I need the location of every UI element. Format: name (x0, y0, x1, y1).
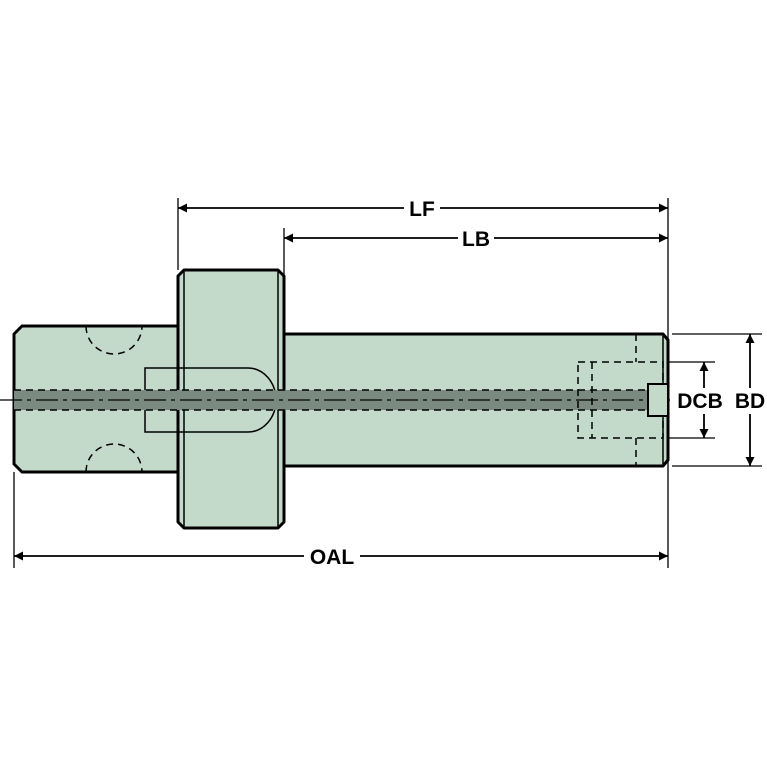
label-bg-lb (458, 225, 494, 251)
label-lf: LF (409, 198, 435, 221)
label-oal: OAL (310, 546, 355, 569)
label-bg-bd (733, 388, 767, 414)
label-lb: LB (462, 228, 490, 251)
label-bg-dcb (672, 388, 730, 414)
shank-flat-top (85, 325, 143, 355)
label-bd: BD (735, 390, 765, 413)
label-bg-lf (404, 195, 440, 221)
label-bg-oal (304, 543, 360, 569)
label-dcb: DCB (677, 390, 723, 413)
coolant-nozzle (647, 383, 669, 417)
shank-flat-bottom (85, 443, 143, 473)
